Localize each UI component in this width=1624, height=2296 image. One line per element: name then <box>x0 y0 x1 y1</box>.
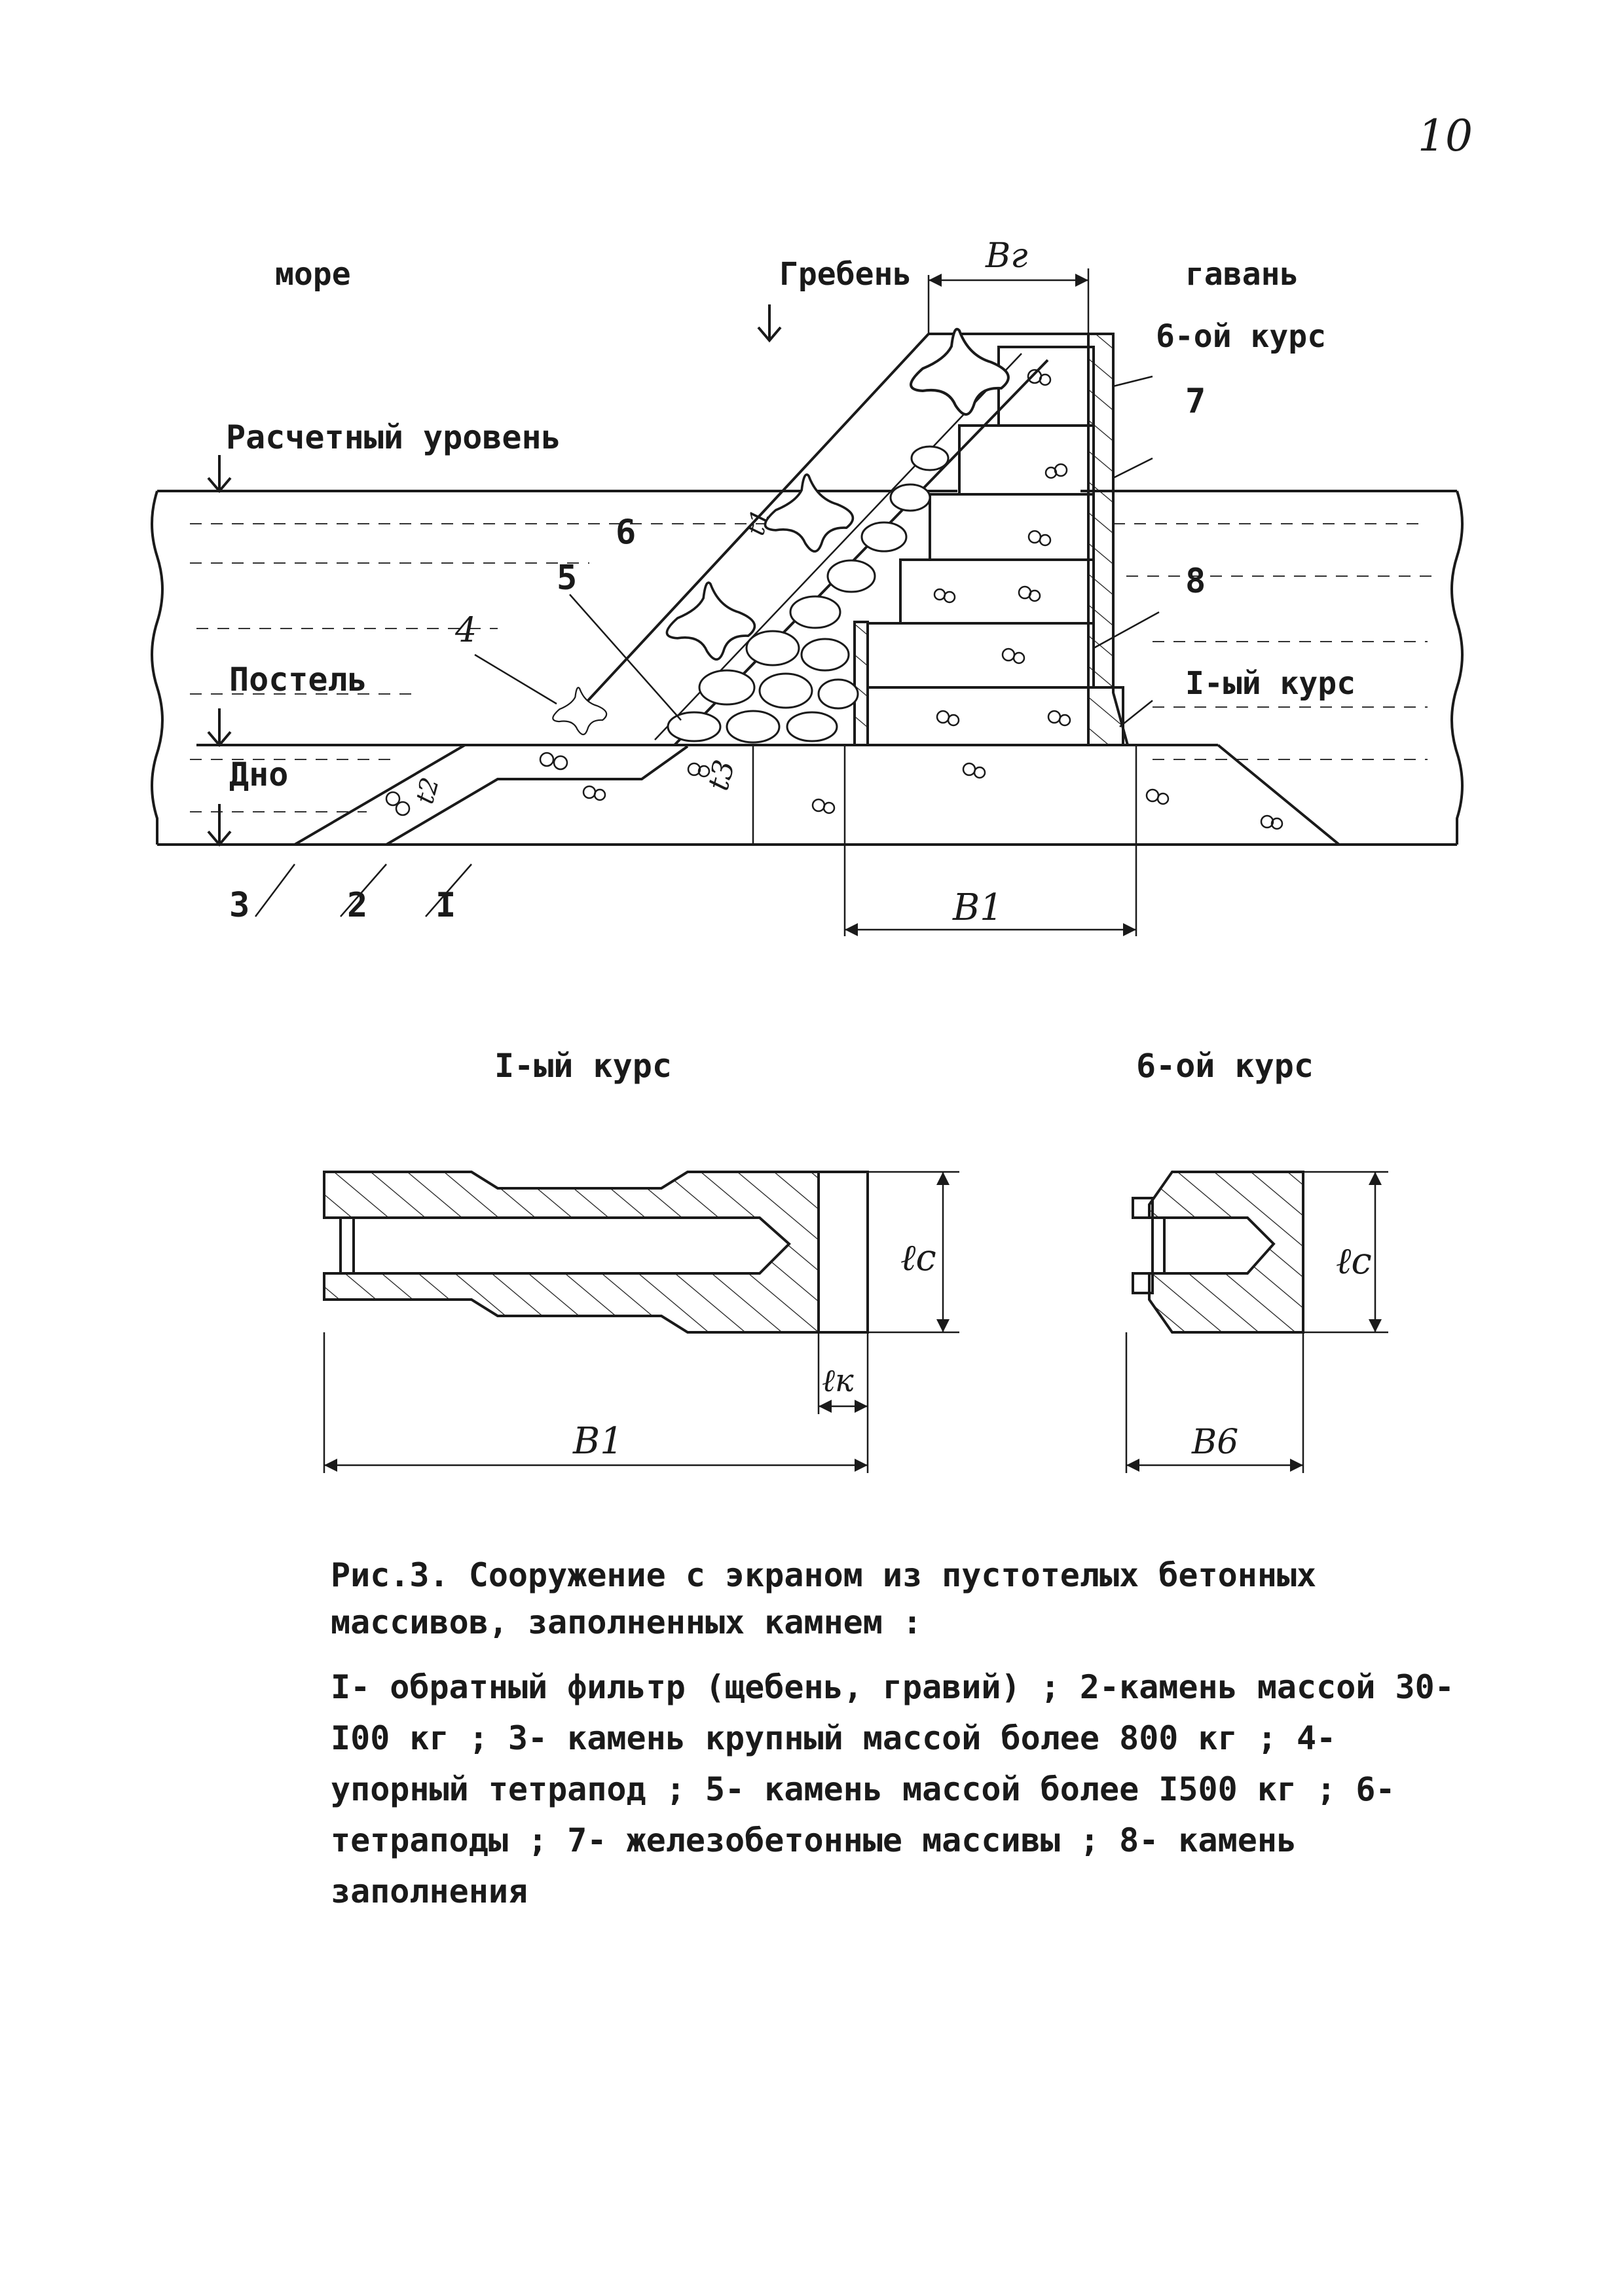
dimension-t1-label: t1 <box>741 506 775 538</box>
detail-course1-lc-label: ℓс <box>900 1237 936 1279</box>
caption-legend: I- обратный фильтр (щебень, гравий) ; 2-… <box>331 1668 1454 1910</box>
water-left-edge <box>151 490 164 845</box>
course1-label: I-ый курс <box>1185 665 1356 702</box>
design-level-label: Расчетный уровень <box>226 418 561 456</box>
bottom-label: Дно <box>229 756 288 793</box>
dimension-br <box>927 268 1090 334</box>
cross-section <box>151 268 1464 936</box>
item-number-8: 8 <box>1185 562 1206 601</box>
dimension-b1-section-label: В1 <box>952 886 1003 929</box>
item-number-5: 5 <box>557 558 577 598</box>
harbor-label: гавань <box>1185 256 1299 293</box>
dimension-b1-section <box>843 745 1137 936</box>
dimension-br-label: Вг <box>985 236 1028 276</box>
stone-fill-marks <box>385 369 1283 830</box>
caption-title: Рис.3. Сооружение с экраном из пустотелы… <box>331 1556 1317 1641</box>
detail-course6-title: 6-ой курс <box>1136 1047 1314 1085</box>
page-number: 10 <box>1418 111 1473 161</box>
item-number-7: 7 <box>1185 382 1206 421</box>
bed-label: Постель <box>229 661 367 699</box>
dimension-t3-label: t3 <box>701 757 741 794</box>
detail-course1-block <box>323 1171 959 1473</box>
item-number-4: 4 <box>454 611 477 650</box>
concrete-block-stack <box>866 333 1130 746</box>
item-number-2: 2 <box>347 886 367 925</box>
water-right-edge <box>1450 490 1464 845</box>
large-stones <box>667 445 950 744</box>
sea-label: море <box>275 256 351 293</box>
detail-course6-block <box>1125 1171 1388 1473</box>
inner-filter-strip <box>853 621 869 746</box>
detail-course1-b1-label: В1 <box>572 1420 623 1463</box>
item-number-3: 3 <box>229 886 249 925</box>
water-surface-dashes <box>190 523 1434 812</box>
level-markers <box>207 304 782 847</box>
filter-layer-2 <box>385 745 689 846</box>
detail-course1-title: I-ый курс <box>494 1047 672 1085</box>
course6-label: 6-ой курс <box>1156 318 1326 355</box>
detail-course6-b6-label: В6 <box>1191 1423 1238 1462</box>
leader-lines <box>255 375 1160 917</box>
filter-layer-3 <box>293 744 753 846</box>
crest-label: Гребень <box>779 256 912 293</box>
detail-course6-lc-label: ℓс <box>1336 1240 1372 1283</box>
figure-caption: Рис.3. Сооружение с экраном из пустотелы… <box>331 1552 1457 1917</box>
bed-right-slope <box>1217 744 1340 846</box>
item-number-6: 6 <box>616 513 636 552</box>
item-number-1: I <box>435 886 456 925</box>
dimension-t2-label: t2 <box>410 774 445 807</box>
detail-course1-lk-label: ℓк <box>822 1362 854 1399</box>
